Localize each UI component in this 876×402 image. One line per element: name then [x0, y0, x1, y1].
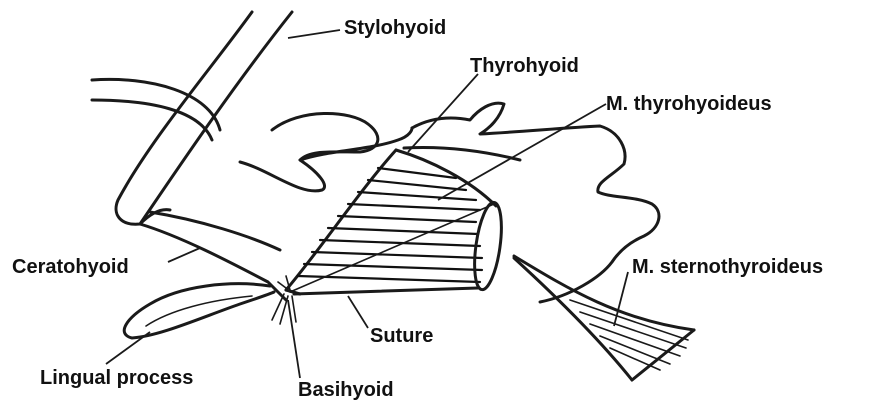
thyrohyoid-label: Thyrohyoid: [470, 56, 579, 76]
lingual-process-label: Lingual process: [40, 368, 193, 388]
leader-suture: [348, 296, 368, 328]
ceratohyoid-label: Ceratohyoid: [12, 257, 129, 277]
leader-thyrohyoid: [408, 74, 478, 152]
leader-stylohyoid: [288, 30, 340, 38]
leader-ceratohyoid: [168, 248, 200, 262]
thyrohyoid-bone: [240, 103, 659, 302]
basihyoid-bone: [272, 276, 478, 324]
m-thyrohyoideus-muscle: [286, 150, 506, 292]
lingual-process: [124, 284, 274, 338]
m-thyrohyoideus-label: M. thyrohyoideus: [606, 94, 772, 114]
basihyoid-label: Basihyoid: [298, 380, 394, 400]
suture-label: Suture: [370, 326, 433, 346]
stylohyoid-bone: [116, 12, 292, 224]
stylohyoid-label: Stylohyoid: [344, 18, 446, 38]
m-sternothyroideus-label: M. sternothyroideus: [632, 257, 823, 277]
